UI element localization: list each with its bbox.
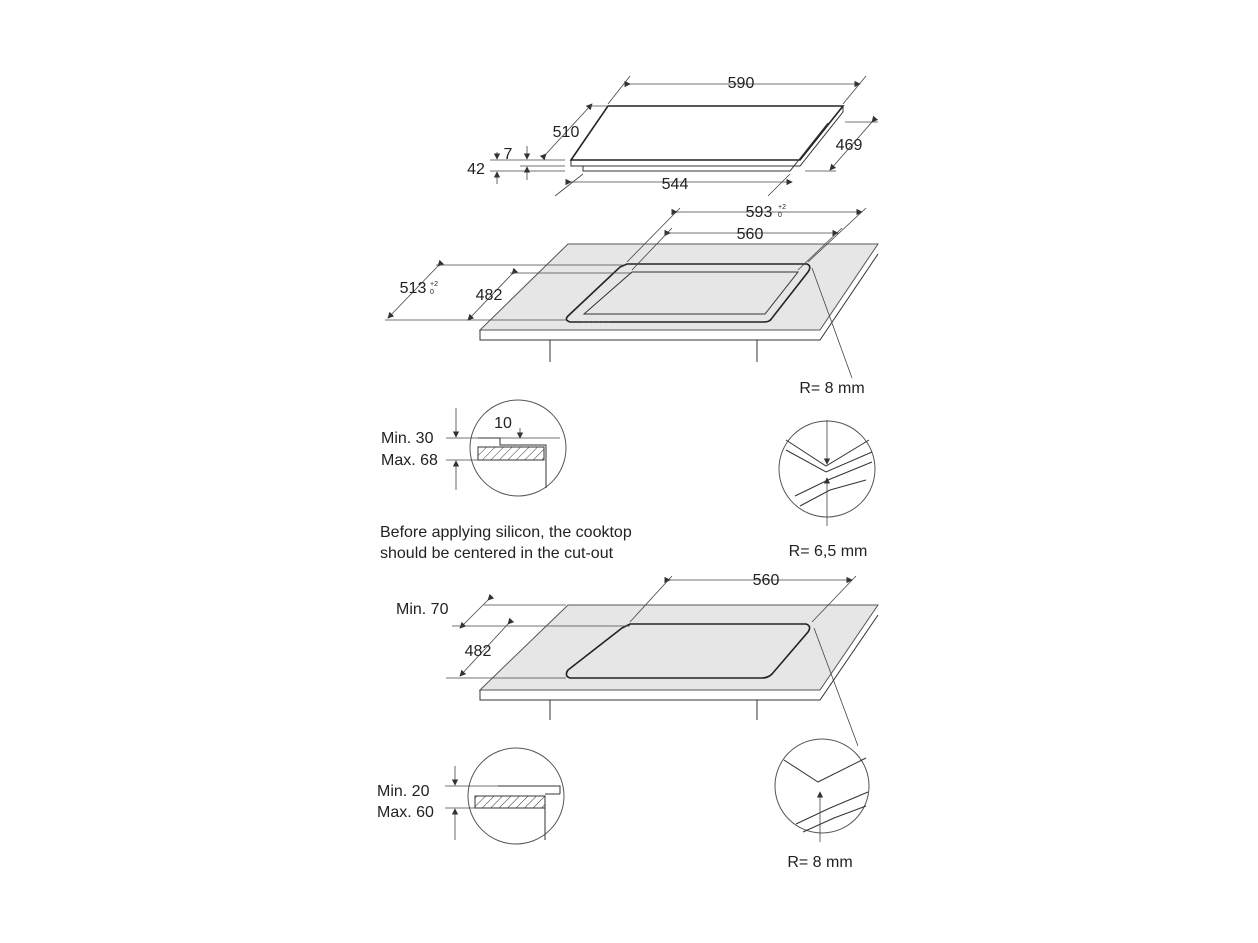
note-line-2: should be centered in the cut-out (380, 545, 614, 562)
cooktop-depth-label: 510 (553, 124, 580, 141)
detail-flush-max-label: Max. 68 (381, 452, 438, 469)
cutout-surface-radius-label: R= 8 mm (787, 854, 852, 871)
detail-radius-flush-drawing: R= 6,5 mm (778, 420, 876, 560)
cutout-width-tol-top: +2 (778, 204, 786, 211)
cooktop-base (582, 122, 829, 172)
detail-surface-min-label: Min. 20 (377, 783, 430, 800)
cutout-depth-tol-bottom: 0 (430, 289, 434, 296)
cutout-recess (565, 263, 811, 323)
cooktop-width-label: 590 (728, 75, 755, 92)
note-text: Before applying silicon, the cooktop sho… (380, 524, 632, 562)
note-line-1: Before applying silicon, the cooktop (380, 524, 632, 541)
detail-flush-drawing: 10 Min. 30 Max. 68 (381, 399, 567, 497)
cutout-surface-width-label: 560 (753, 572, 780, 589)
cutout-radius-outer-label: R= 8 mm (799, 380, 864, 397)
cutout-surface-hole (565, 623, 811, 679)
detail-flush-step-label: 10 (494, 415, 512, 432)
cutout-width-label: 593 (746, 204, 773, 221)
detail-surface-drawing: Min. 20 Max. 60 (377, 747, 565, 845)
cutout-flush-drawing: 593 +2 0 560 513 +2 0 482 R= 8 mm (385, 204, 879, 397)
cutout-surface-drawing: 560 Min. 70 482 (396, 572, 879, 747)
cutout-inner-depth-label: 482 (476, 287, 503, 304)
cooktop-base-width-label: 544 (662, 176, 689, 193)
detail-radius-surface-circle (774, 738, 870, 834)
cooktop-glass-edge (570, 106, 844, 167)
countertop-surface (478, 243, 879, 331)
cutout-depth-tol-top: +2 (430, 281, 438, 288)
cooktop-drawing: 590 510 469 544 7 42 (467, 75, 879, 197)
detail-radius-surface-drawing: R= 8 mm (774, 738, 870, 871)
cooktop-rear-depth-label: 469 (836, 137, 863, 154)
cutout-radius-inner-label: R= 6,5 mm (789, 543, 868, 560)
total-height-label: 42 (467, 161, 485, 178)
cutout-depth-label: 513 (400, 280, 427, 297)
cooktop-glass-top (569, 105, 845, 161)
cutout-inner-width-label: 560 (737, 226, 764, 243)
detail-flush-min-label: Min. 30 (381, 430, 434, 447)
cutout-surface-front-min-label: Min. 70 (396, 601, 449, 618)
cutout-width-tol-bottom: 0 (778, 212, 782, 219)
glass-thickness-label: 7 (504, 146, 513, 163)
cutout-surface-depth-label: 482 (465, 643, 492, 660)
detail-surface-max-label: Max. 60 (377, 804, 434, 821)
